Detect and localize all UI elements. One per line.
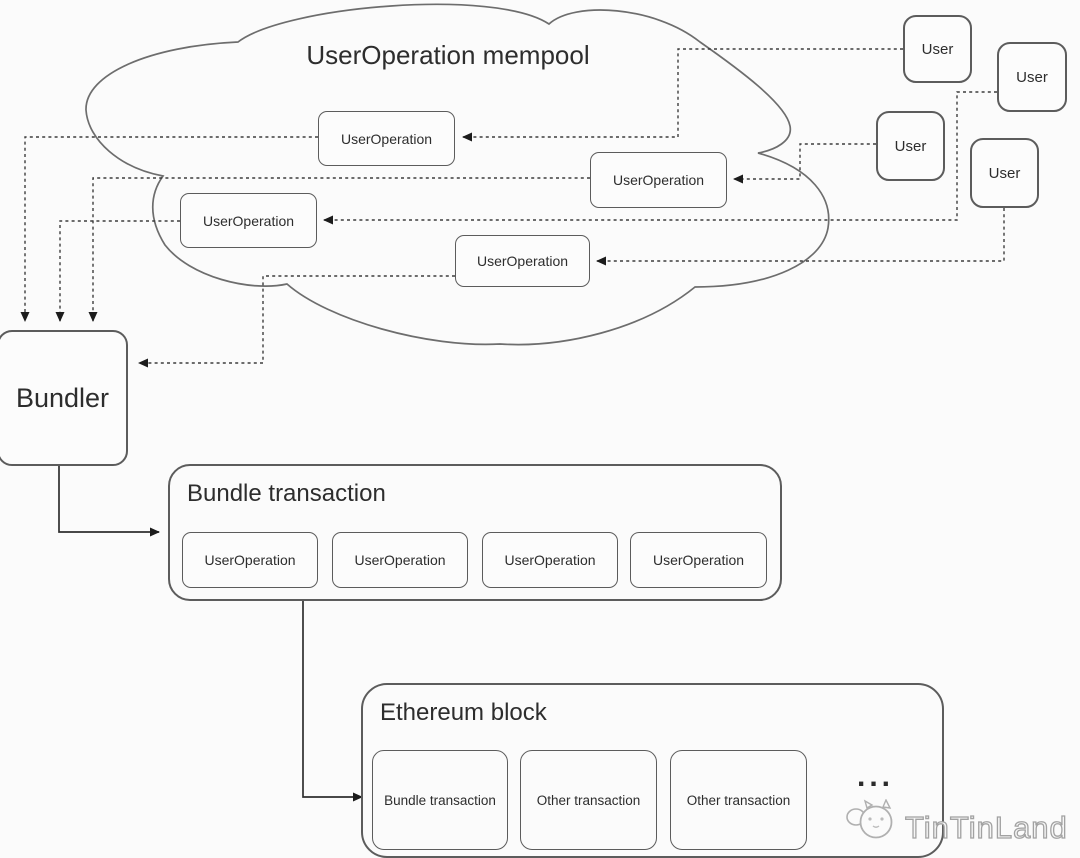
user-node-3: User: [876, 111, 945, 181]
bundle-userop-node-4: UserOperation: [630, 532, 767, 588]
connector-userop3-to-bundler: [55, 220, 180, 322]
bundle-userop-node-1: UserOperation: [182, 532, 318, 588]
user-node-1: User: [903, 15, 972, 83]
bundle-userop-node-3: UserOperation: [482, 532, 618, 588]
connector-userop1-to-bundler: [20, 136, 318, 322]
eth-tx-node-other-1: Other transaction: [520, 750, 657, 850]
connector-user2-to-userop3: [323, 91, 997, 225]
connector-userop2-to-bundler: [88, 177, 590, 322]
bundle-transaction-title: Bundle transaction: [187, 480, 386, 507]
connector-layer: [20, 3, 1005, 802]
mempool-userop-node-2: UserOperation: [590, 152, 727, 208]
mempool-userop-node-3: UserOperation: [180, 193, 317, 248]
mempool-cloud: [85, 3, 830, 346]
user-node-4: User: [970, 138, 1039, 208]
mempool-userop-node-1: UserOperation: [318, 111, 455, 166]
connector-user1-to-userop1: [462, 48, 903, 142]
eth-tx-node-other-2: Other transaction: [670, 750, 807, 850]
connector-bundle-transaction-to-ethereum-block: [302, 601, 363, 802]
connector-user3-to-userop2: [733, 143, 876, 184]
diagram-canvas: UserOperation mempool UserOperation User…: [0, 3, 1067, 858]
tintinland-logo-icon: [845, 798, 901, 844]
bundle-transaction-container: [168, 464, 782, 601]
watermark: TinTinLand: [845, 798, 1068, 845]
connector-bundler-to-bundle-transaction: [58, 466, 160, 537]
connector-user4-to-userop4: [596, 208, 1005, 266]
eth-tx-node-bundle: Bundle transaction: [372, 750, 508, 850]
ethereum-block-ellipsis: ...: [857, 760, 895, 793]
watermark-text: TinTinLand: [904, 810, 1068, 845]
bundler-node: Bundler: [0, 330, 128, 466]
user-node-2: User: [997, 42, 1067, 112]
mempool-userop-node-4: UserOperation: [455, 235, 590, 287]
ethereum-block-title: Ethereum block: [380, 699, 547, 726]
connector-userop4-to-bundler: [138, 275, 455, 368]
bundle-userop-node-2: UserOperation: [332, 532, 468, 588]
mempool-title: UserOperation mempool: [306, 40, 590, 70]
